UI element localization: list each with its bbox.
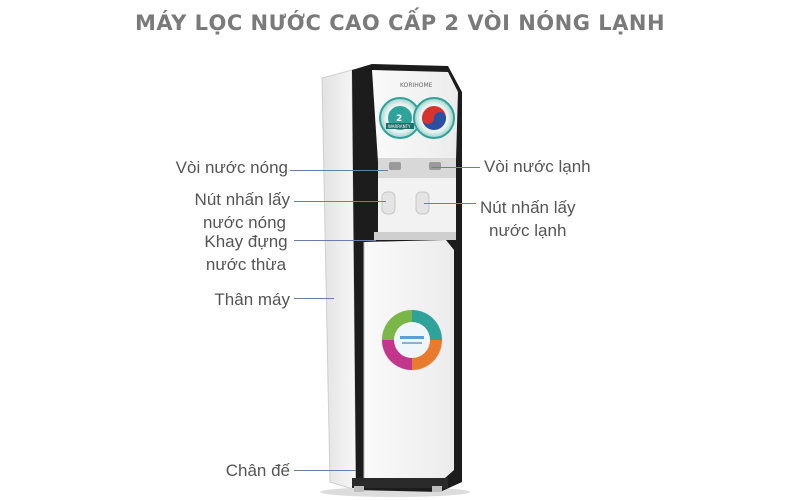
drip-tray (374, 232, 456, 240)
label-hot-button: Nút nhấn lấy nước nóng (195, 188, 290, 234)
cold-tap (429, 162, 441, 170)
leader-hot-tap (290, 170, 388, 171)
label-cold-button-line1: Nút nhấn lấy (480, 198, 576, 217)
label-hot-button-line1: Nút nhấn lấy (194, 190, 290, 209)
label-hot-button-line2: nước nóng (202, 213, 286, 232)
brand-logo: KORIHOME (400, 82, 433, 89)
hot-tap (389, 162, 401, 170)
label-base: Chân đế (225, 461, 290, 480)
leader-hot-button (294, 201, 386, 202)
base (352, 478, 448, 488)
label-hot-tap: Vòi nước nóng (175, 158, 288, 177)
leader-drip-tray (294, 240, 376, 241)
label-cold-tap: Vòi nước lạnh (484, 157, 591, 176)
leader-cold-button (424, 203, 476, 204)
label-cold-button: Nút nhấn lấy nước lạnh (480, 196, 575, 242)
svg-text:2: 2 (396, 114, 402, 124)
label-drip-tray-line2: nước thừa (205, 255, 287, 274)
leader-cold-tap (432, 167, 480, 168)
hot-water-button (381, 191, 396, 215)
label-drip-tray: Khay đựng nước thừa (200, 230, 292, 276)
label-cold-button-line2: nước lạnh (489, 221, 567, 240)
leader-base (294, 470, 356, 471)
page-title: MÁY LỌC NƯỚC CAO CẤP 2 VÒI NÓNG LẠNH (134, 11, 666, 35)
warranty-badge: WARRANTY (388, 124, 411, 129)
label-drip-tray-line1: Khay đựng (204, 232, 288, 251)
leader-body (294, 298, 334, 299)
side-panel (321, 69, 357, 491)
label-body: Thân máy (214, 290, 290, 309)
